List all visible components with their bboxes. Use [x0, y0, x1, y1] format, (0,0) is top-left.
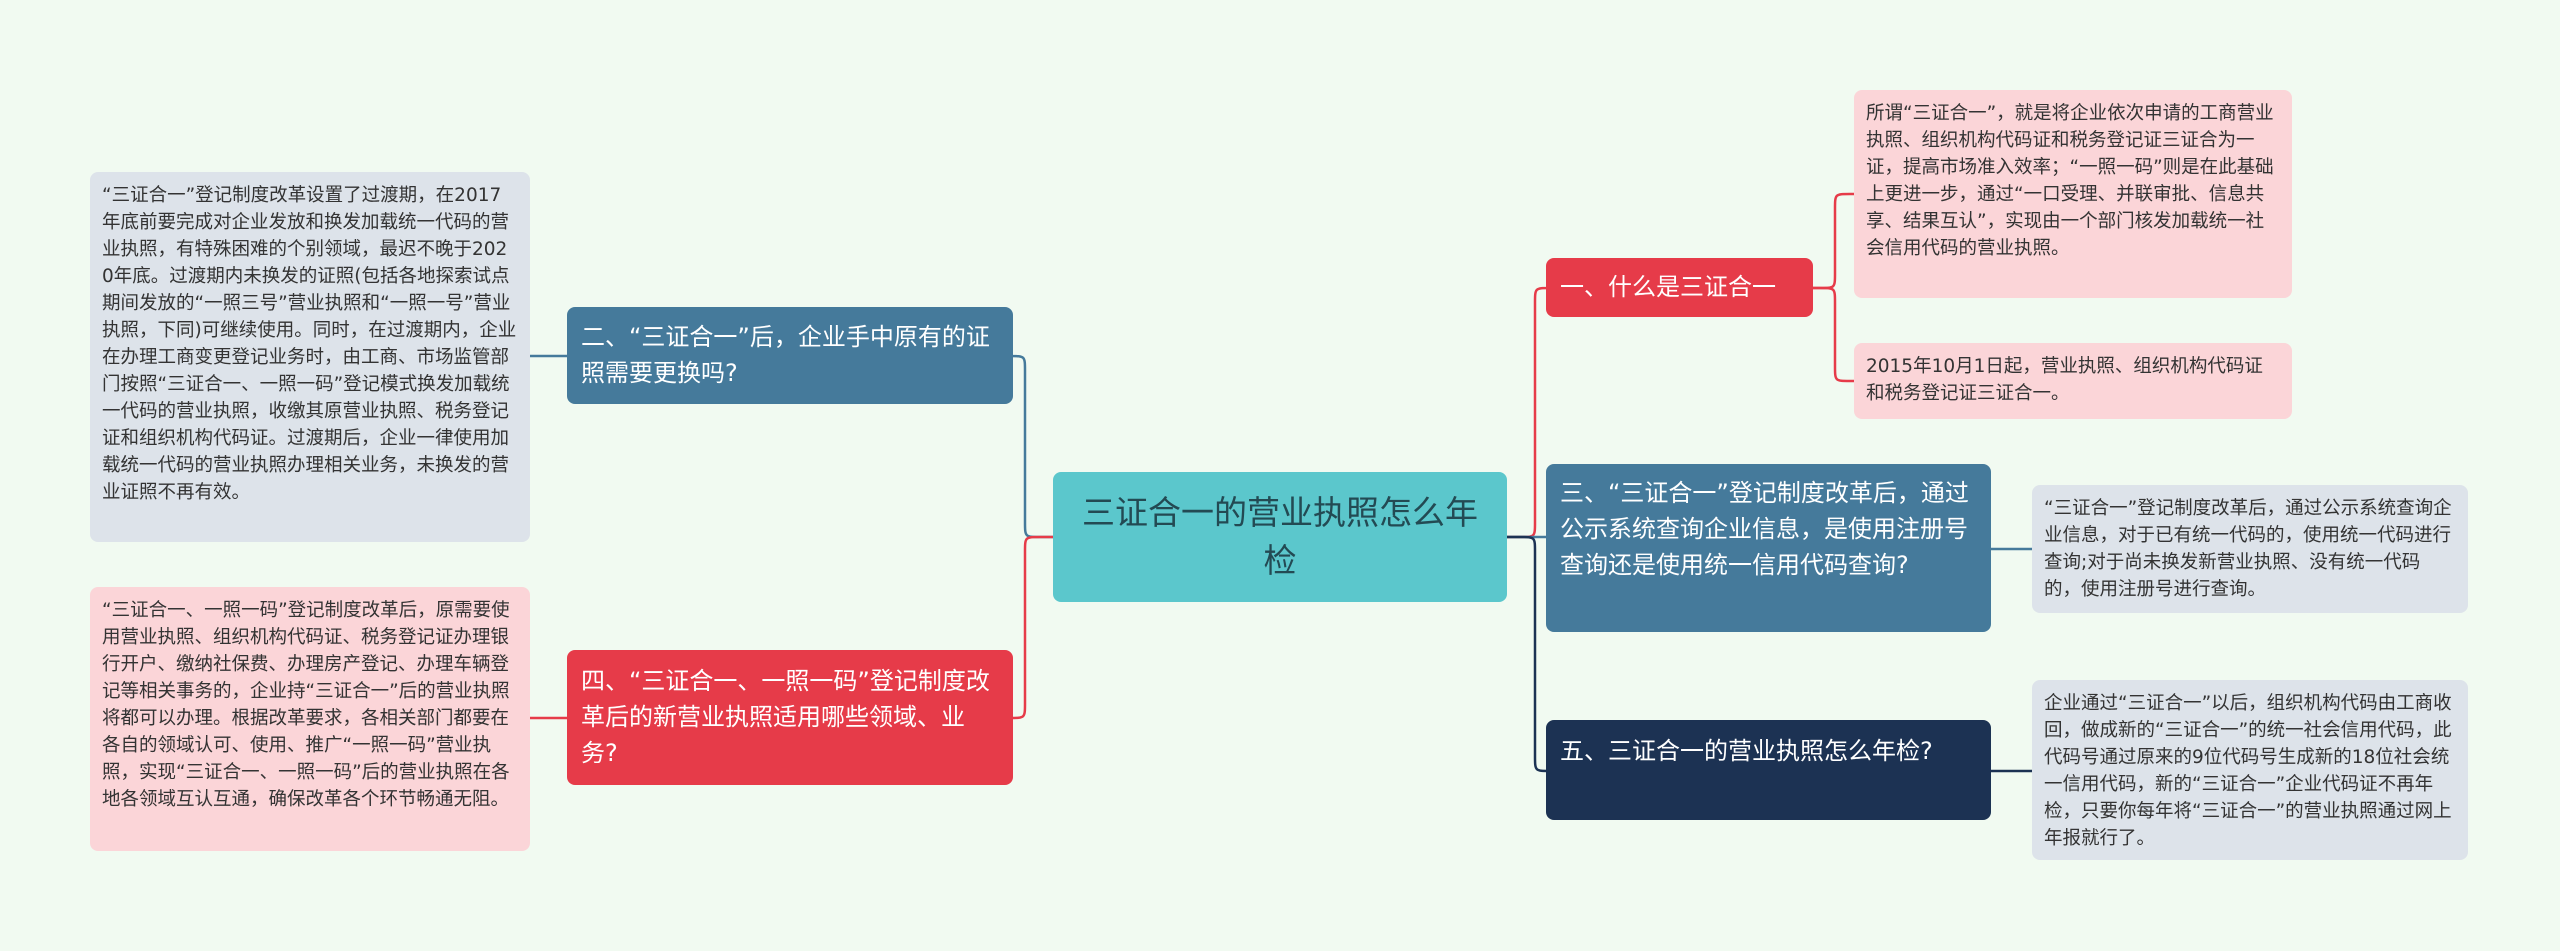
leaf-effective-date: 2015年10月1日起，营业执照、组织机构代码证和税务登记证三证合一。	[1854, 343, 2292, 419]
leaf-inspection-answer: 企业通过“三证合一”以后，组织机构代码由工商收回，做成新的“三证合一”的统一社会…	[2032, 680, 2468, 860]
connector-center-b4	[1009, 535, 1053, 720]
leaf-transition-period: “三证合一”登记制度改革设置了过渡期，在2017年底前要完成对企业发放和换发加载…	[90, 172, 530, 542]
leaf-query-answer: “三证合一”登记制度改革后，通过公示系统查询企业信息，对于已有统一代码的，使用统…	[2032, 485, 2468, 613]
connector-b1-l1a	[1813, 192, 1854, 290]
connector-center-b2	[1009, 354, 1053, 539]
branch-applicable-areas[interactable]: 四、“三证合一、一照一码”登记制度改革后的新营业执照适用哪些领域、业务?	[567, 650, 1013, 785]
leaf-definition: 所谓“三证合一”，就是将企业依次申请的工商营业执照、组织机构代码证和税务登记证三…	[1854, 90, 2292, 298]
center-topic[interactable]: 三证合一的营业执照怎么年检	[1053, 472, 1507, 602]
branch-query-method[interactable]: 三、“三证合一”登记制度改革后，通过公示系统查询企业信息，是使用注册号查询还是使…	[1546, 464, 1991, 632]
branch-what-is-three-in-one[interactable]: 一、什么是三证合一	[1546, 258, 1813, 317]
leaf-applicable-answer: “三证合一、一照一码”登记制度改革后，原需要使用营业执照、组织机构代码证、税务登…	[90, 587, 530, 851]
connector-b1-l1b	[1813, 286, 1854, 383]
connector-center-b5	[1507, 535, 1551, 773]
connector-center-b1	[1507, 286, 1551, 539]
branch-replace-certificates[interactable]: 二、“三证合一”后，企业手中原有的证照需要更换吗?	[567, 307, 1013, 404]
branch-annual-inspection[interactable]: 五、三证合一的营业执照怎么年检?	[1546, 720, 1991, 820]
